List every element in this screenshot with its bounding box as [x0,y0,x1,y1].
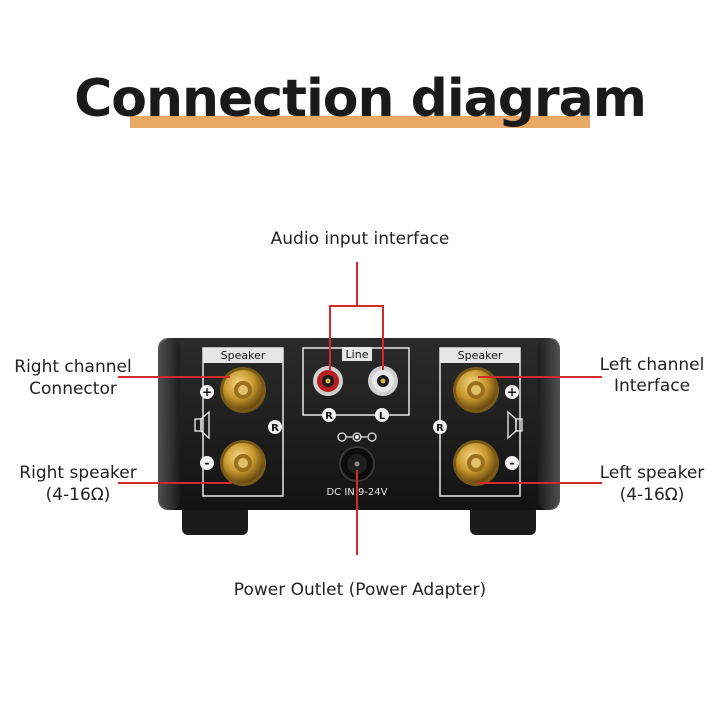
power-outlet-label: Power Outlet (Power Adapter) [233,580,487,600]
plus-badge-left: + [202,385,212,399]
left-minus-terminal [453,440,499,486]
right-channel-label-line2: Connector [29,379,117,399]
rca-r-label: R [325,411,333,422]
dc-in-label: DC IN 9-24V [326,487,387,498]
speaker-label-left-channel: Speaker [458,349,503,362]
right-speaker-label-line2: (4-16Ω) [45,485,111,505]
left-channel-label-line2: Interface [613,376,691,396]
speaker-symbol-icon [507,410,523,440]
channel-r-badge-left: R [271,423,279,434]
left-plus-terminal [453,367,499,413]
left-speaker-label-line1: Left speaker [599,463,705,483]
rca-left-jack [368,366,398,396]
speaker-label-right-channel: Speaker [221,349,266,362]
minus-badge-right: - [510,456,515,470]
right-foot [470,505,536,535]
left-speaker-label-line2: (4-16Ω) [619,485,685,505]
minus-badge-left: - [205,456,210,470]
right-speaker-label-line1: Right speaker [19,463,137,483]
rca-right-jack [313,366,343,396]
title-block: Connection diagram [0,66,720,136]
line-label: Line [346,348,369,361]
left-foot [182,505,248,535]
page-title: Connection diagram [74,69,647,129]
left-channel-label-line1: Left channel [599,355,705,375]
pointer-lines [118,262,602,555]
rca-l-label: L [379,411,386,422]
channel-r-badge-right: R [436,423,444,434]
title-underline [130,116,590,128]
right-plus-terminal [220,367,266,413]
audio-input-label: Audio input interface [270,229,450,249]
right-channel-label-line1: Right channel [14,357,132,377]
device-body [158,338,560,510]
right-minus-terminal [220,440,266,486]
dc-polarity-icon [337,432,377,442]
plus-badge-right: + [507,385,517,399]
speaker-symbol-icon [194,410,210,440]
